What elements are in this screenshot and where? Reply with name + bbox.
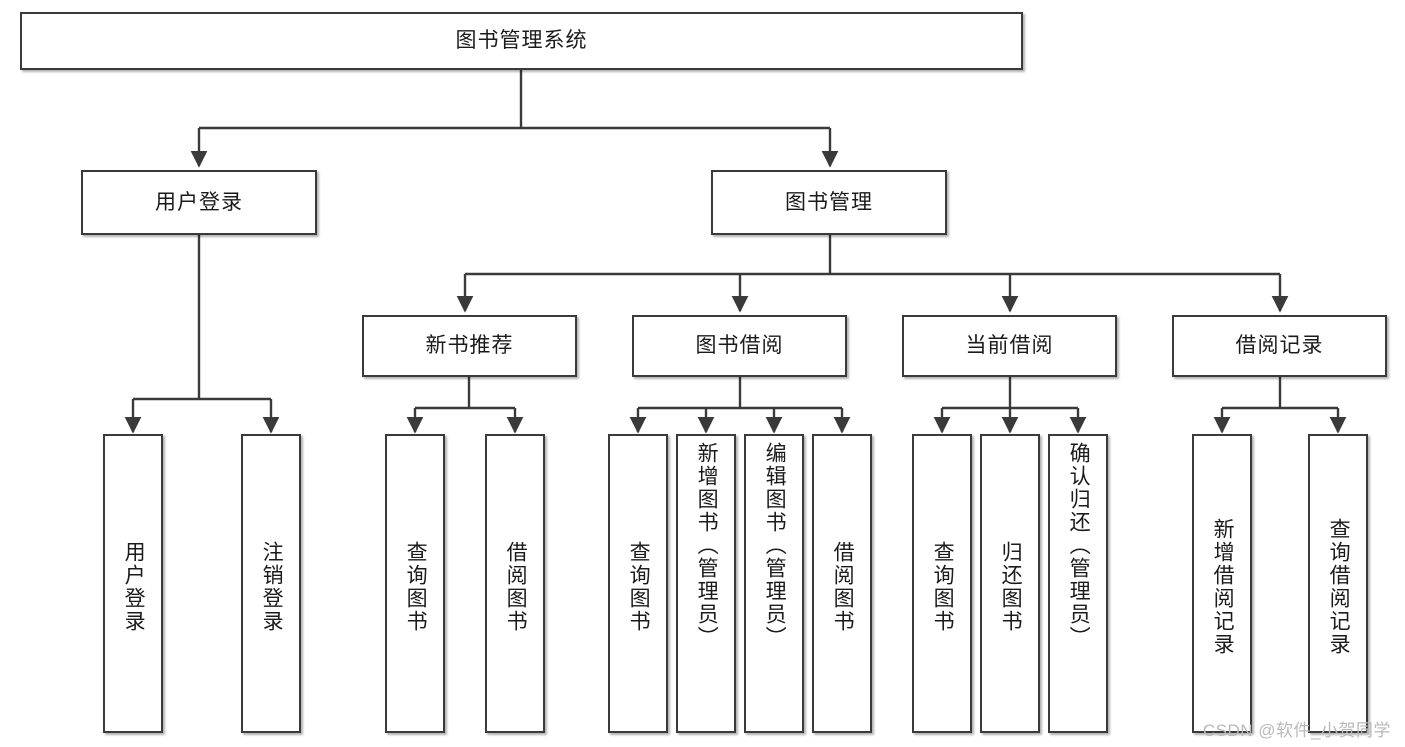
node-label: 查询图书 bbox=[931, 540, 955, 633]
node-leaf-edit-book-admin[interactable]: 编辑图书（管理员） bbox=[744, 434, 804, 733]
node-label: 新增图书（管理员） bbox=[695, 442, 719, 649]
node-label: 查询图书 bbox=[627, 540, 651, 633]
node-label: 归还图书 bbox=[999, 540, 1023, 633]
node-label: 当前借阅 bbox=[965, 334, 1054, 358]
node-label: 编辑图书（管理员） bbox=[763, 442, 787, 649]
node-leaf-borrow-book-rec[interactable]: 借阅图书 bbox=[485, 434, 545, 733]
node-label: 图书管理系统 bbox=[455, 29, 588, 53]
node-label: 新增借阅记录 bbox=[1211, 517, 1235, 656]
node-leaf-confirm-return-admin[interactable]: 确认归还（管理员） bbox=[1048, 434, 1108, 733]
node-leaf-return-book[interactable]: 归还图书 bbox=[980, 434, 1040, 733]
node-leaf-user-login[interactable]: 用户登录 bbox=[103, 434, 163, 733]
node-label: 注销登录 bbox=[260, 540, 284, 633]
node-leaf-add-borrow-record[interactable]: 新增借阅记录 bbox=[1192, 434, 1252, 733]
node-leaf-query-book-current[interactable]: 查询图书 bbox=[912, 434, 972, 733]
node-new-book-recommendation[interactable]: 新书推荐 bbox=[362, 315, 577, 377]
node-label: 图书借阅 bbox=[695, 334, 784, 358]
node-label: 新书推荐 bbox=[425, 334, 514, 358]
node-leaf-logout[interactable]: 注销登录 bbox=[241, 434, 301, 733]
node-label: 借阅图书 bbox=[831, 540, 855, 633]
node-label: 查询图书 bbox=[404, 540, 428, 633]
node-user-login[interactable]: 用户登录 bbox=[81, 170, 317, 235]
node-leaf-query-book-borrow[interactable]: 查询图书 bbox=[608, 434, 668, 733]
node-label: 图书管理 bbox=[785, 190, 873, 214]
node-current-borrow[interactable]: 当前借阅 bbox=[902, 315, 1117, 377]
node-root-system[interactable]: 图书管理系统 bbox=[20, 12, 1023, 70]
node-book-borrow[interactable]: 图书借阅 bbox=[632, 315, 847, 377]
node-leaf-borrow-book-borrow[interactable]: 借阅图书 bbox=[812, 434, 872, 733]
node-label: 借阅记录 bbox=[1235, 334, 1324, 358]
node-label: 查询借阅记录 bbox=[1327, 517, 1351, 656]
node-leaf-query-book-rec[interactable]: 查询图书 bbox=[385, 434, 445, 733]
node-leaf-add-book-admin[interactable]: 新增图书（管理员） bbox=[676, 434, 736, 733]
node-label: 确认归还（管理员） bbox=[1067, 442, 1091, 649]
node-label: 借阅图书 bbox=[504, 540, 528, 633]
watermark-text: CSDN @软件_小贺同学 bbox=[1202, 721, 1391, 740]
node-borrow-record[interactable]: 借阅记录 bbox=[1172, 315, 1387, 377]
node-book-management[interactable]: 图书管理 bbox=[711, 170, 947, 235]
node-leaf-query-borrow-record[interactable]: 查询借阅记录 bbox=[1308, 434, 1368, 733]
node-label: 用户登录 bbox=[155, 190, 243, 214]
node-label: 用户登录 bbox=[122, 540, 146, 633]
